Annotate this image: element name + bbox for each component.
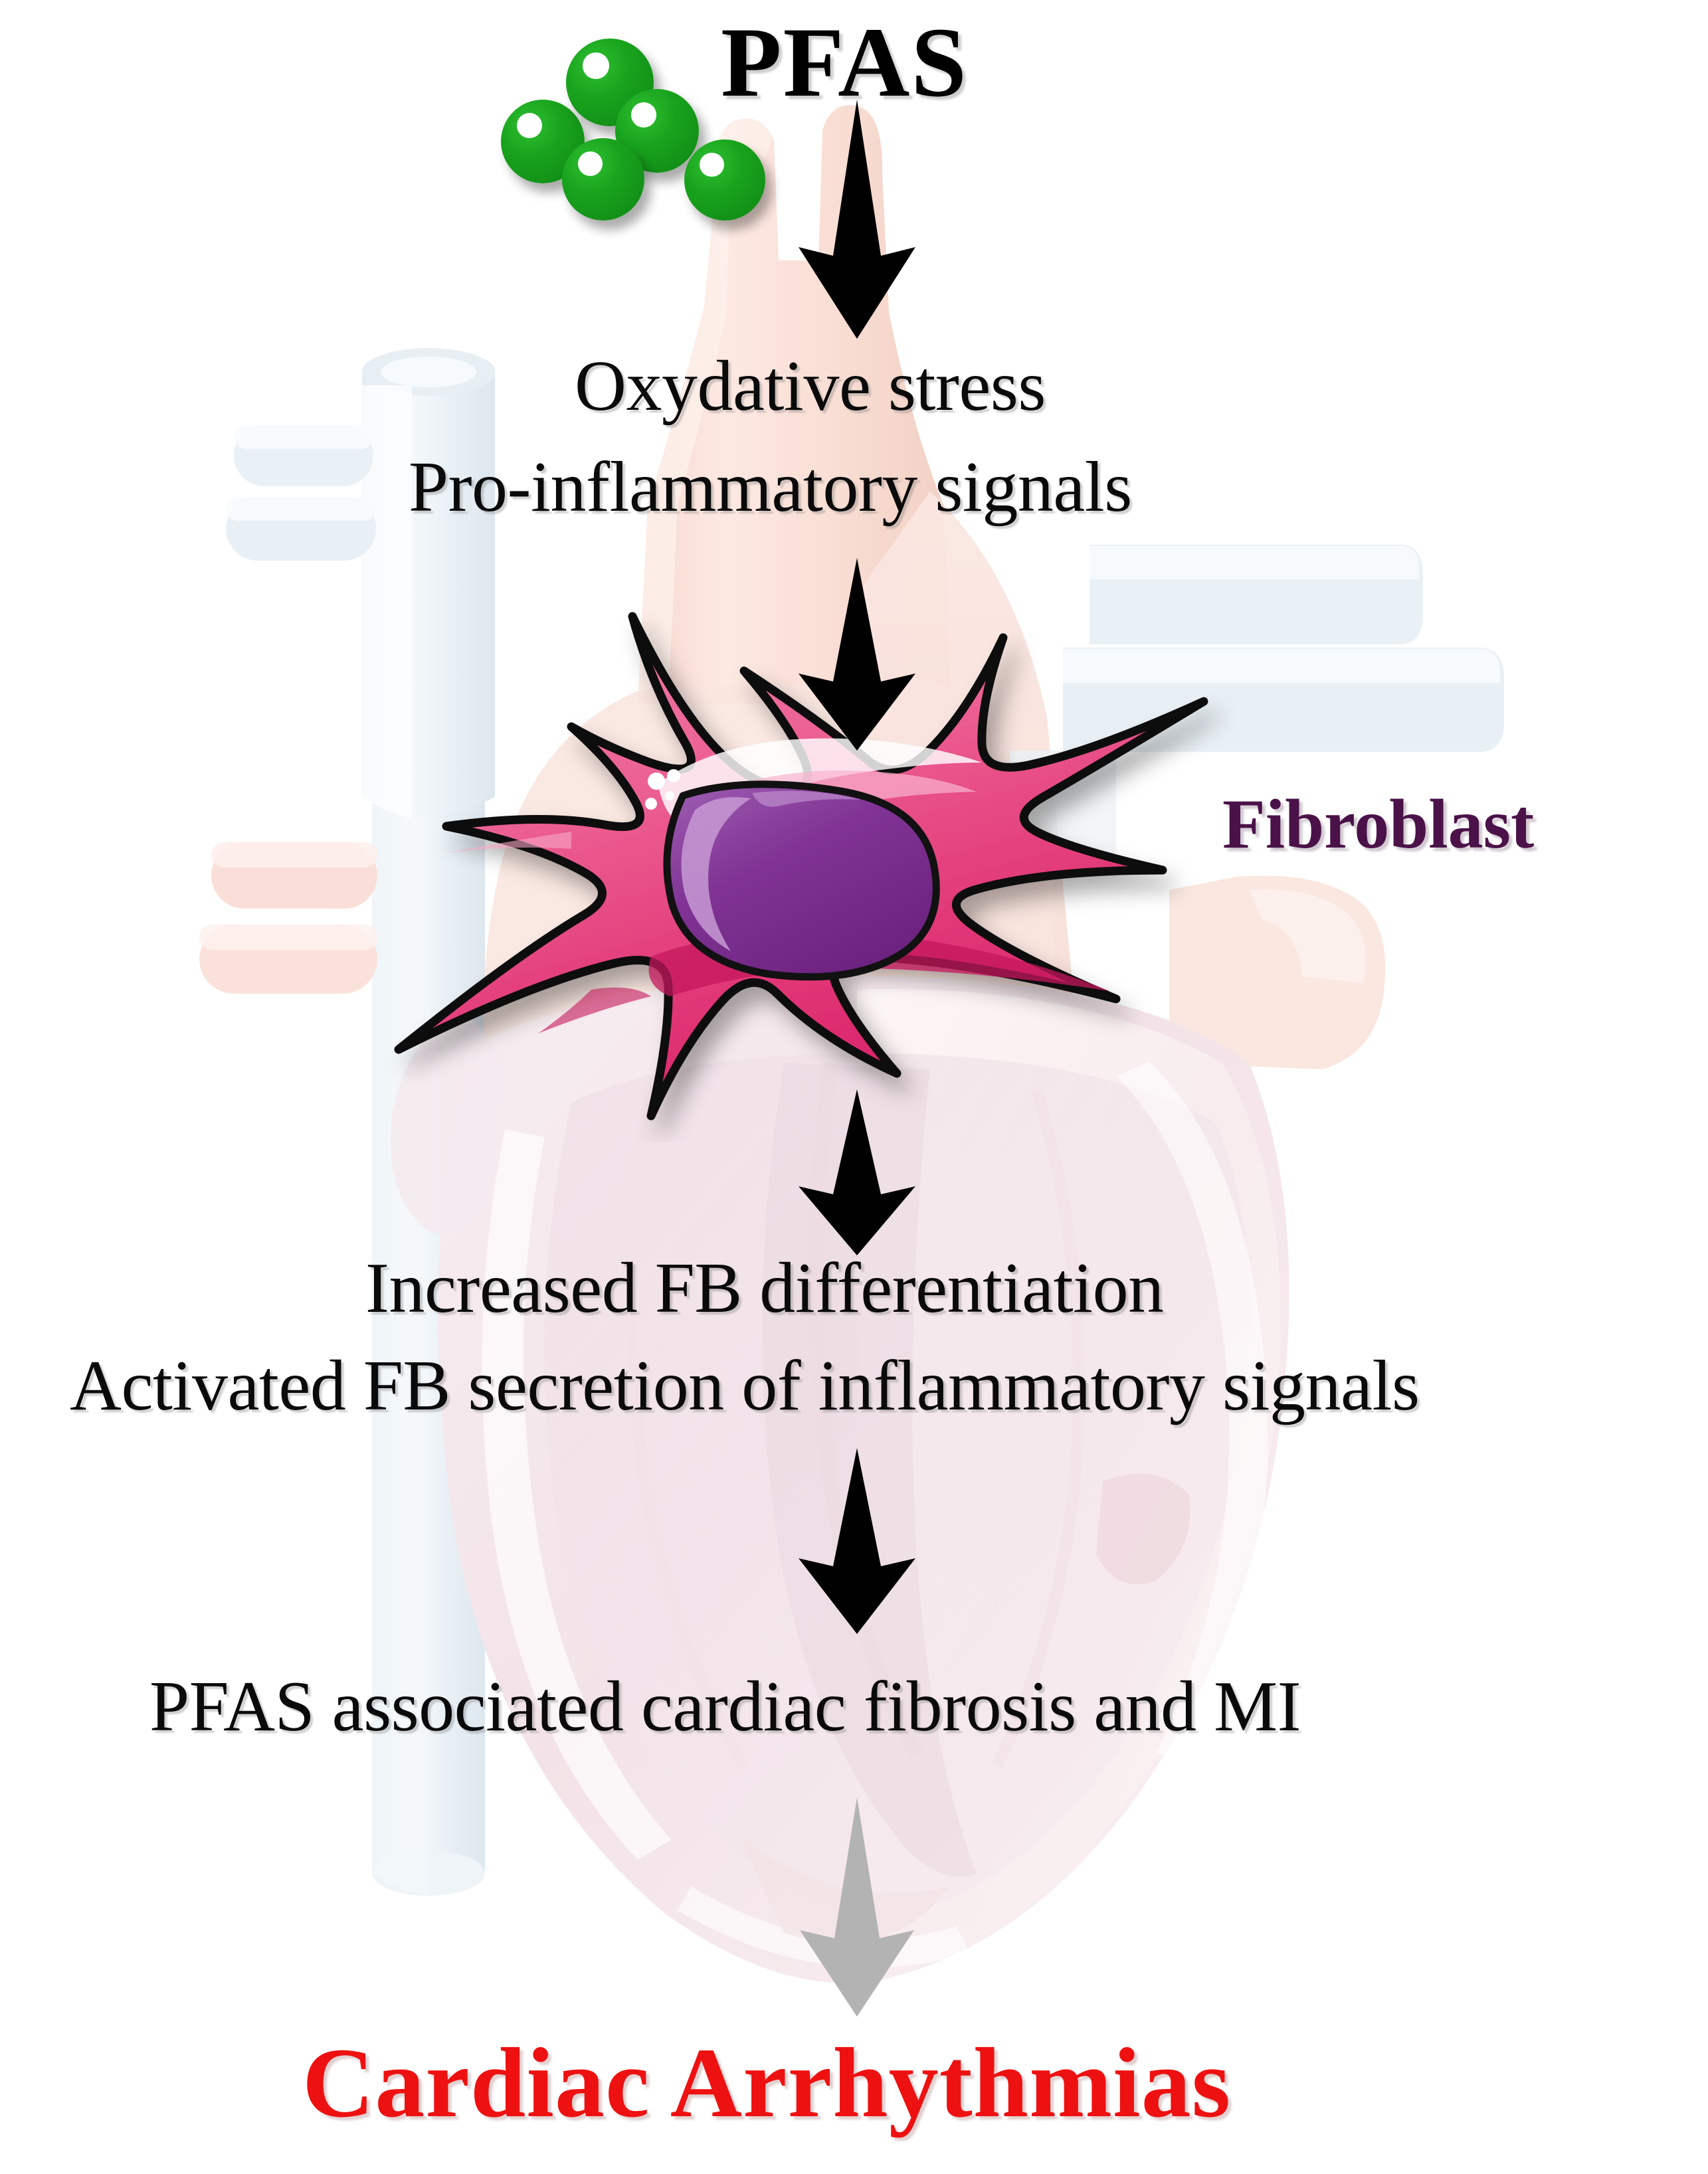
text-oxydative-stress: Oxydative stress	[575, 347, 1046, 426]
arrow-fibroblast-to-differentiation	[799, 1089, 915, 1255]
page-title-pfas: PFAS	[721, 7, 968, 118]
arrow-fibrosis-to-arrhythmias	[800, 1797, 914, 2017]
arrow-oxydative-to-fibroblast	[799, 558, 915, 751]
pfas-molecule-sphere	[562, 138, 644, 221]
text-pro-inflammatory-signals: Pro-inflammatory signals	[409, 448, 1132, 527]
text-activated-fb-secretion: Activated FB secretion of inflammatory s…	[70, 1346, 1420, 1425]
label-fibroblast: Fibroblast	[1222, 785, 1535, 863]
text-pfas-cardiac-fibrosis-mi: PFAS associated cardiac fibrosis and MI	[149, 1667, 1301, 1746]
text-increased-fb-differentiation: Increased FB differentiation	[365, 1249, 1164, 1328]
text-cardiac-arrhythmias: Cardiac Arrhythmias	[302, 2028, 1232, 2138]
arrow-pfas-to-oxydative	[799, 100, 915, 339]
arrow-differentiation-to-fibrosis	[799, 1448, 915, 1634]
